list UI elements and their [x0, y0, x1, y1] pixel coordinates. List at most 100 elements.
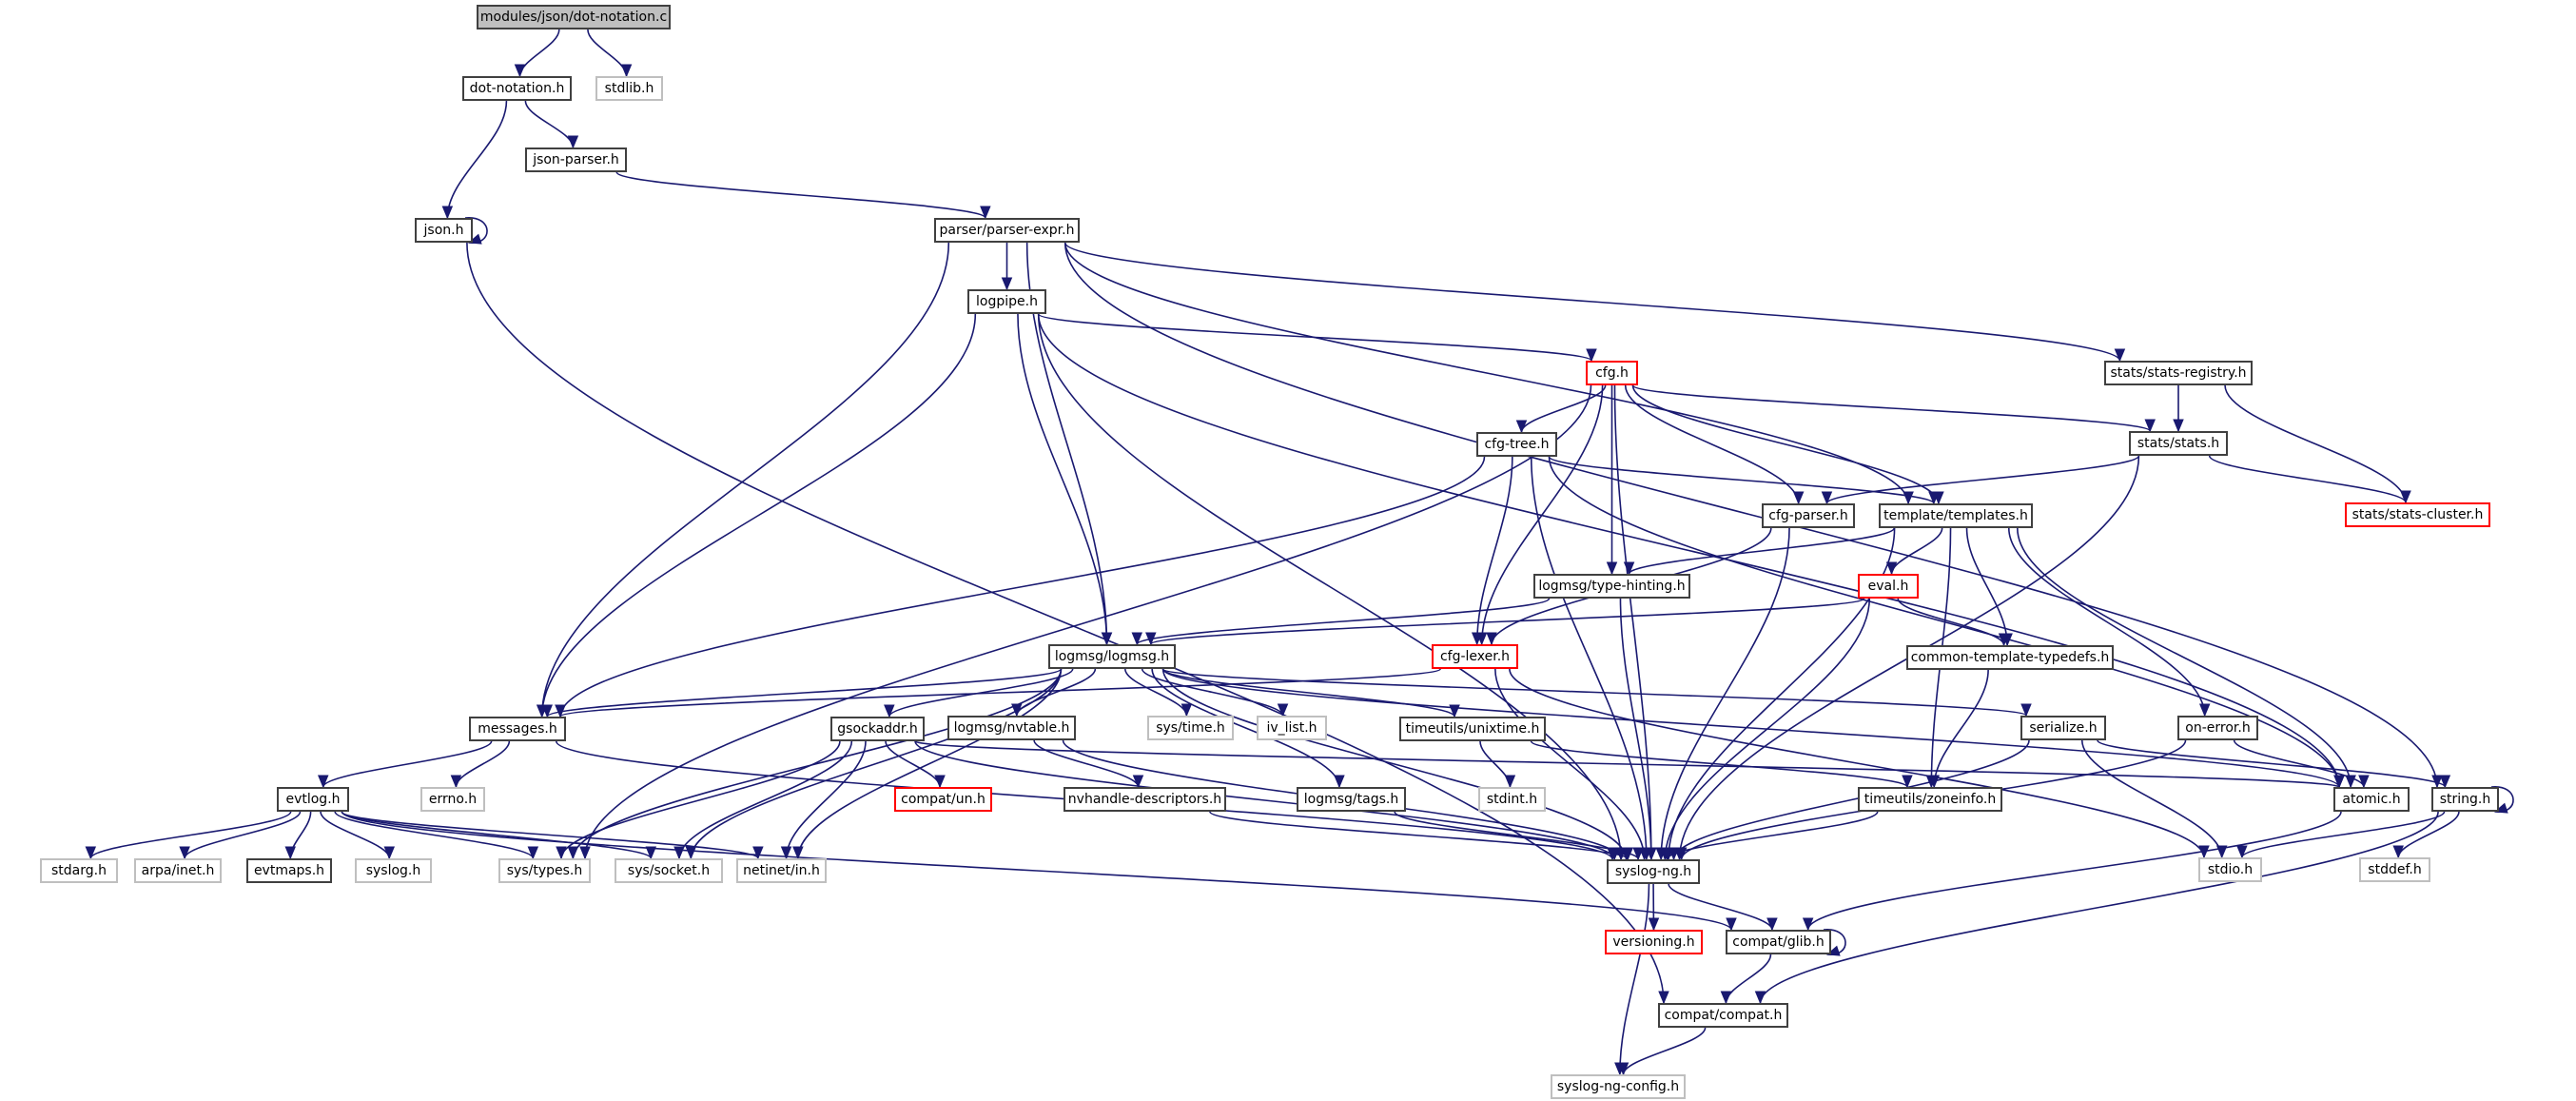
graph-node-logpipe-h[interactable]: logpipe.h — [967, 289, 1046, 314]
graph-node-nvhandle-descriptors-h[interactable]: nvhandle-descriptors.h — [1064, 787, 1226, 812]
edge-gsockaddr-h-to-atomic-h-arrow — [2333, 775, 2345, 789]
graph-node-evtmaps-h[interactable]: evtmaps.h — [246, 858, 332, 883]
graph-node-cfg-tree-h[interactable]: cfg-tree.h — [1476, 432, 1557, 457]
graph-node-sys-time-h[interactable]: sys/time.h — [1147, 716, 1234, 740]
graph-node-errno-h[interactable]: errno.h — [420, 787, 485, 812]
graph-node-timeutils-unixtime-h[interactable]: timeutils/unixtime.h — [1399, 717, 1546, 741]
edge-serialize-h-to-stdio-h — [2080, 739, 2223, 858]
graph-node-versioning-h[interactable]: versioning.h — [1605, 930, 1703, 954]
edge-evtlog-h-to-sys-types-h — [334, 811, 535, 859]
graph-node-logmsg-tags-h[interactable]: logmsg/tags.h — [1297, 787, 1406, 812]
graph-node-string-h[interactable]: string.h — [2431, 787, 2499, 812]
edge-templates-h-to-common-template-typedefs-h — [1965, 527, 2008, 646]
edge-logpipe-h-to-logmsg-h-arrow — [1101, 632, 1113, 646]
edge-on-error-h-to-syslog-ng-h-arrow — [1675, 847, 1688, 861]
edge-on-error-h-to-atomic-h — [2233, 739, 2365, 788]
graph-node-compat-un-h[interactable]: compat/un.h — [894, 787, 992, 812]
graph-node-sys-socket-h[interactable]: sys/socket.h — [615, 858, 723, 883]
edge-atomic-h-to-compat-glib-h — [1806, 811, 2342, 931]
edge-unixtime-h-to-stdint-h-arrow — [1504, 775, 1516, 789]
graph-node-modules-json-dot-notation-c[interactable]: modules/json/dot-notation.c — [477, 5, 671, 29]
edge-cfg-h-to-stats-h — [1631, 384, 2152, 432]
edge-gsockaddr-h-to-sys-socket-h — [678, 740, 853, 859]
graph-node-compat-glib-h[interactable]: compat/glib.h — [1726, 930, 1831, 954]
graph-node-stdarg-h[interactable]: stdarg.h — [40, 858, 118, 883]
graph-node-stdint-h[interactable]: stdint.h — [1478, 787, 1546, 812]
edge-compat-compat-h-to-syslog-ng-config-h-arrow — [1617, 1062, 1630, 1076]
edge-eval-h-to-common-template-typedefs-h-arrow — [1998, 633, 2010, 647]
edge-string-h-to-compat-compat-h — [1759, 811, 2439, 1004]
edge-string-h-to-stddef-h — [2397, 811, 2460, 858]
edge-parser-expr-h-to-messages-h — [540, 242, 950, 718]
edge-evtlog-h-to-arpa-inet-h — [184, 811, 302, 859]
graph-node-netinet-in-h[interactable]: netinet/in.h — [736, 858, 827, 883]
graph-node-parser-parser-expr-h[interactable]: parser/parser-expr.h — [934, 218, 1080, 243]
graph-node-eval-h[interactable]: eval.h — [1858, 574, 1919, 599]
edge-eval-h-to-logmsg-h-arrow — [1145, 632, 1157, 646]
edge-evtlog-h-to-netinet-in-h-arrow — [752, 846, 764, 860]
graph-node-logmsg-logmsg-h[interactable]: logmsg/logmsg.h — [1048, 644, 1176, 669]
graph-node-common-template-typedefs-h[interactable]: common-template-typedefs.h — [1906, 645, 2114, 670]
edge-cfg-lexer-h-to-messages-h — [559, 668, 1441, 718]
graph-node-arpa-inet-h[interactable]: arpa/inet.h — [134, 858, 222, 883]
edge-syslog-ng-h-to-versioning-h-arrow — [1648, 917, 1660, 932]
edge-nvtable-h-to-nvhandle-descriptors-h — [1033, 739, 1140, 788]
edge-zoneinfo-h-to-syslog-ng-h — [1666, 811, 1879, 860]
graph-node-cfg-lexer-h[interactable]: cfg-lexer.h — [1432, 644, 1518, 669]
edge-unixtime-h-to-zoneinfo-h — [1530, 740, 1908, 788]
edge-evtlog-h-to-syslog-h-arrow — [383, 846, 396, 860]
graph-node-atomic-h[interactable]: atomic.h — [2333, 787, 2410, 812]
edge-eval-h-to-logmsg-h — [1150, 598, 1865, 645]
edge-cfg-parser-h-to-cfg-lexer-h-arrow — [1486, 632, 1497, 646]
graph-node-logmsg-type-hinting-h[interactable]: logmsg/type-hinting.h — [1533, 574, 1690, 599]
graph-node-syslog-ng-h[interactable]: syslog-ng.h — [1607, 859, 1700, 884]
graph-node-json-h[interactable]: json.h — [415, 218, 473, 243]
graph-node-messages-h[interactable]: messages.h — [469, 717, 566, 741]
graph-node-dot-notation-h[interactable]: dot-notation.h — [462, 76, 572, 101]
edge-gsockaddr-h-to-compat-un-h-arrow — [934, 775, 946, 789]
graph-node-sys-types-h[interactable]: sys/types.h — [498, 858, 591, 883]
graph-node-logmsg-nvtable-h[interactable]: logmsg/nvtable.h — [947, 716, 1076, 740]
graph-node-iv-list-h[interactable]: iv_list.h — [1257, 716, 1327, 740]
graph-node-timeutils-zoneinfo-h[interactable]: timeutils/zoneinfo.h — [1858, 787, 2002, 812]
edge-serialize-h-to-syslog-ng-h-arrow — [1668, 847, 1680, 861]
graph-node-cfg-parser-h[interactable]: cfg-parser.h — [1762, 503, 1855, 528]
edge-logmsg-h-to-iv-list-h-arrow — [1277, 703, 1289, 718]
edge-logmsg-h-to-serialize-h — [1161, 668, 2027, 717]
graph-node-stats-stats-cluster-h[interactable]: stats/stats-cluster.h — [2345, 502, 2490, 527]
edge-root-to-dot-notation-h-arrow — [514, 64, 526, 78]
graph-node-stddef-h[interactable]: stddef.h — [2359, 857, 2430, 882]
graph-node-syslog-h[interactable]: syslog.h — [355, 858, 432, 883]
graph-node-compat-compat-h[interactable]: compat/compat.h — [1658, 1003, 1788, 1028]
graph-node-gsockaddr-h[interactable]: gsockaddr.h — [830, 717, 925, 741]
edge-type-hinting-h-to-logmsg-h — [1136, 598, 1551, 645]
graph-node-cfg-h[interactable]: cfg.h — [1586, 361, 1638, 385]
graph-node-stdio-h[interactable]: stdio.h — [2198, 857, 2262, 882]
edge-syslog-ng-h-to-compat-glib-h-arrow — [1766, 917, 1778, 932]
graph-node-stats-stats-registry-h[interactable]: stats/stats-registry.h — [2104, 361, 2253, 385]
edge-dot-notation-h-to-json-parser-h — [524, 100, 575, 148]
edge-root-to-stdlib-h — [587, 29, 628, 77]
edge-serialize-h-to-syslog-ng-h — [1672, 739, 2030, 860]
edge-evtlog-h-to-sys-types-h-arrow — [527, 846, 539, 860]
edge-evtlog-h-to-evtmaps-h-arrow — [284, 846, 296, 860]
graph-node-stdlib-h[interactable]: stdlib.h — [595, 76, 663, 101]
edge-parser-expr-h-to-stats-registry-h-arrow — [2114, 348, 2126, 363]
edge-logmsg-h-to-netinet-in-h-arrow — [792, 846, 804, 860]
graph-node-syslog-ng-config-h[interactable]: syslog-ng-config.h — [1551, 1074, 1686, 1099]
edge-cfg-h-to-templates-h — [1631, 384, 1940, 504]
edge-stats-h-to-cfg-parser-h — [1825, 455, 2140, 504]
edge-cfg-parser-h-to-syslog-ng-h — [1660, 527, 1790, 860]
edge-stats-registry-h-to-stats-cluster-h — [2224, 384, 2407, 503]
graph-node-serialize-h[interactable]: serialize.h — [2020, 716, 2106, 740]
graph-node-stats-stats-h[interactable]: stats/stats.h — [2129, 431, 2228, 456]
graph-node-evtlog-h[interactable]: evtlog.h — [277, 787, 349, 812]
edge-compat-glib-h-to-compat-compat-h — [1725, 954, 1772, 1004]
graph-node-on-error-h[interactable]: on-error.h — [2177, 716, 2258, 740]
graph-node-template-templates-h[interactable]: template/templates.h — [1879, 503, 2033, 528]
edge-logpipe-h-to-cfg-h — [1037, 313, 1592, 362]
graph-node-json-parser-h[interactable]: json-parser.h — [525, 147, 627, 172]
edge-cfg-h-to-cfg-tree-h-arrow — [1515, 420, 1528, 434]
edge-gsockaddr-h-to-netinet-in-h — [785, 740, 867, 859]
edge-parser-expr-h-to-string-h — [1064, 242, 2438, 788]
